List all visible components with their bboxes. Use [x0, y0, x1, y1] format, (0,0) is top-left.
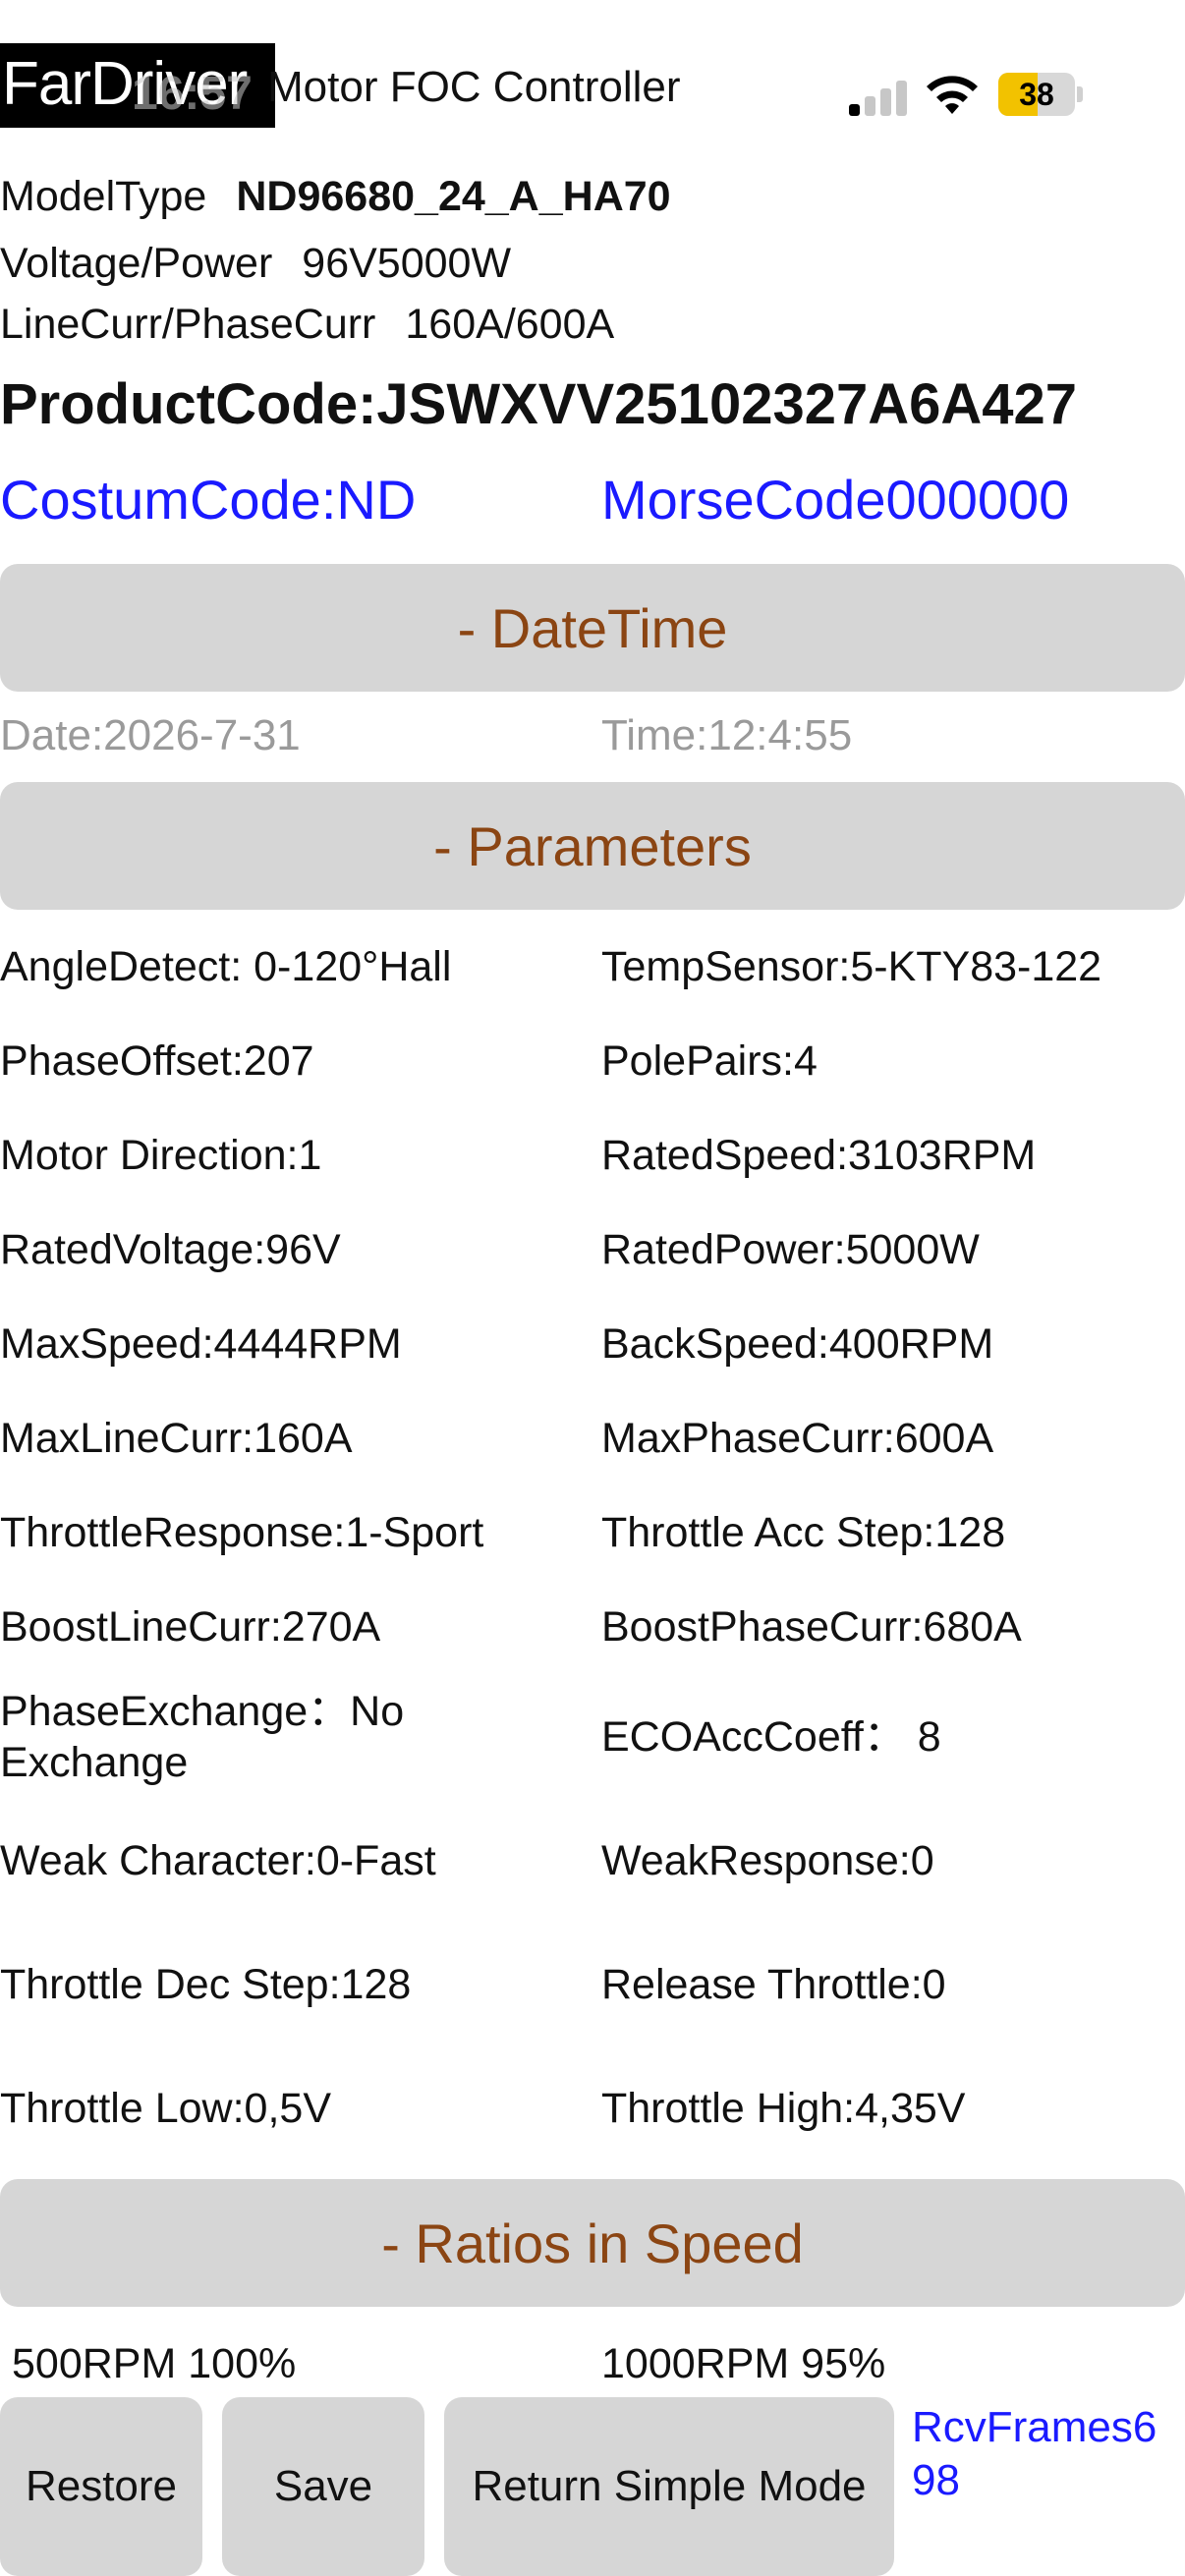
section-datetime[interactable]: - DateTime	[0, 564, 1185, 692]
date-value: Date:2026-7-31	[0, 711, 301, 759]
ratio-1000rpm[interactable]: 1000RPM 95%	[601, 2340, 886, 2387]
brand-name: FarDriver	[2, 50, 248, 118]
param-max-line-curr[interactable]: MaxLineCurr:160A	[0, 1415, 353, 1462]
param-motor-direction[interactable]: Motor Direction:1	[0, 1132, 322, 1179]
param-phase-offset[interactable]: PhaseOffset:207	[0, 1037, 314, 1085]
param-phase-exchange[interactable]: PhaseExchange：No Exchange	[0, 1688, 405, 1786]
section-ratios[interactable]: - Ratios in Speed	[0, 2179, 1185, 2307]
param-throttle-low[interactable]: Throttle Low:0,5V	[0, 2085, 332, 2132]
battery-percent: 38	[1019, 77, 1054, 112]
brand-logo	[0, 43, 275, 128]
product-code: ProductCode:JSWXVV25102327A6A427	[0, 372, 1078, 436]
voltage-row: Voltage/Power 96V5000W	[0, 240, 511, 288]
param-weak-character[interactable]: Weak Character:0-Fast	[0, 1837, 436, 1884]
param-max-phase-curr[interactable]: MaxPhaseCurr:600A	[601, 1415, 994, 1462]
battery-level	[998, 73, 1038, 116]
param-rated-voltage[interactable]: RatedVoltage:96V	[0, 1226, 341, 1273]
section-ratios-label: - Ratios in Speed	[381, 2212, 804, 2274]
current-row: LineCurr/PhaseCurr 160A/600A	[0, 301, 614, 349]
status-time: 16:57	[132, 68, 253, 120]
return-simple-mode-button[interactable]: Return Simple Mode	[444, 2397, 894, 2576]
voltage-label: Voltage/Power	[0, 240, 273, 287]
model-label: ModelType	[0, 173, 207, 220]
custom-code-link[interactable]: CostumCode:ND	[0, 469, 417, 531]
param-throttle-response[interactable]: ThrottleResponse:1-Sport	[0, 1509, 484, 1556]
app-title: Motor FOC Controller	[267, 63, 681, 111]
param-boost-phase-curr[interactable]: BoostPhaseCurr:680A	[601, 1603, 1022, 1651]
current-value: 160A/600A	[405, 301, 615, 348]
param-eco-acc-coeff[interactable]: ECOAccCoeff： 8	[601, 1713, 941, 1761]
status-bar: FarDriver 16:57 Motor FOC Controller 38	[0, 0, 1185, 177]
param-rated-speed[interactable]: RatedSpeed:3103RPM	[601, 1132, 1037, 1179]
param-weak-response[interactable]: WeakResponse:0	[601, 1837, 934, 1884]
ratio-500rpm[interactable]: 500RPM 100%	[12, 2340, 297, 2387]
param-rated-power[interactable]: RatedPower:5000W	[601, 1226, 980, 1273]
section-parameters[interactable]: - Parameters	[0, 782, 1185, 910]
param-max-speed[interactable]: MaxSpeed:4444RPM	[0, 1320, 402, 1368]
model-value: ND96680_24_A_HA70	[236, 173, 671, 220]
current-label: LineCurr/PhaseCurr	[0, 301, 376, 348]
param-boost-line-curr[interactable]: BoostLineCurr:270A	[0, 1603, 381, 1651]
save-button[interactable]: Save	[222, 2397, 424, 2576]
time-value: Time:12:4:55	[601, 711, 853, 759]
rcv-frames-counter: RcvFrames698	[912, 2403, 1157, 2504]
morse-code-link[interactable]: MorseCode000000	[601, 469, 1070, 531]
section-parameters-label: - Parameters	[433, 814, 752, 877]
restore-button[interactable]: Restore	[0, 2397, 202, 2576]
wifi-icon	[927, 76, 978, 114]
param-back-speed[interactable]: BackSpeed:400RPM	[601, 1320, 994, 1368]
param-throttle-acc-step[interactable]: Throttle Acc Step:128	[601, 1509, 1006, 1556]
section-datetime-label: - DateTime	[457, 596, 728, 659]
param-angle-detect[interactable]: AngleDetect: 0-120°Hall	[0, 943, 452, 990]
param-throttle-dec-step[interactable]: Throttle Dec Step:128	[0, 1961, 412, 2008]
param-release-throttle[interactable]: Release Throttle:0	[601, 1961, 946, 2008]
battery-cap	[1077, 86, 1083, 102]
model-row: ModelType ND96680_24_A_HA70	[0, 173, 671, 221]
param-pole-pairs[interactable]: PolePairs:4	[601, 1037, 818, 1085]
battery-icon: 38	[998, 73, 1075, 116]
voltage-value: 96V5000W	[302, 240, 512, 287]
param-temp-sensor[interactable]: TempSensor:5-KTY83-122	[601, 943, 1102, 990]
param-throttle-high[interactable]: Throttle High:4,35V	[601, 2085, 966, 2132]
cellular-signal-icon	[849, 79, 910, 116]
